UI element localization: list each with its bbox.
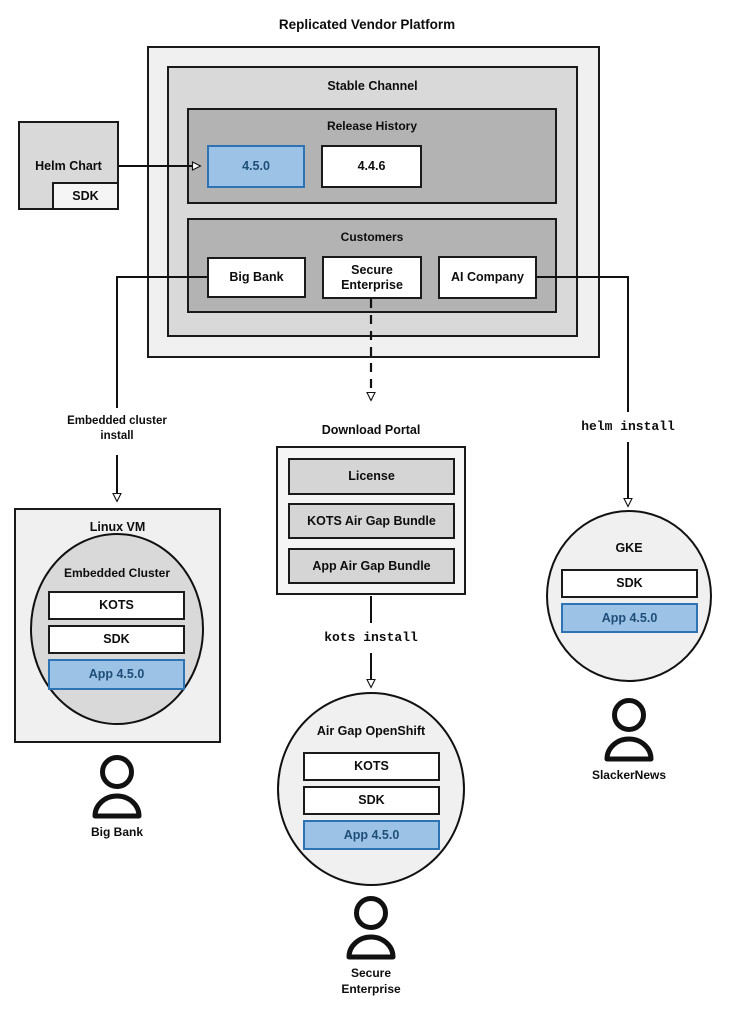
- customer-secure-enterprise-line2: Enterprise: [341, 277, 403, 292]
- connector-label-line1: Embedded cluster: [67, 415, 167, 427]
- portal-artifact-kots-air-gap-bundle[interactable]: KOTS Air Gap Bundle: [288, 503, 455, 539]
- portal-artifact-license[interactable]: License: [288, 458, 455, 495]
- release-version-4-4-6[interactable]: 4.4.6: [321, 145, 422, 188]
- actor-icon-slackernews: [604, 698, 654, 762]
- helm-chart-sdk-box[interactable]: SDK: [52, 182, 119, 210]
- connector-label-helm-install: helm install: [581, 419, 675, 434]
- actor-icon-secure-enterprise: [346, 896, 396, 960]
- customer-secure-enterprise[interactable]: Secure Enterprise: [322, 256, 422, 299]
- customer-big-bank[interactable]: Big Bank: [207, 257, 306, 298]
- openshift-component-sdk[interactable]: SDK: [303, 786, 440, 815]
- download-portal-title: Download Portal: [321, 423, 421, 437]
- actor-label-slackernews: SlackerNews: [591, 768, 667, 782]
- page-title: Replicated Vendor Platform: [278, 17, 456, 32]
- linux-vm-component-kots[interactable]: KOTS: [48, 591, 185, 620]
- connector-label-embedded-cluster-install: Embedded cluster install: [37, 414, 197, 444]
- customer-secure-enterprise-line1: Secure: [351, 263, 393, 278]
- actor-label-secure-enterprise-line1: Secure: [350, 966, 392, 980]
- release-version-4-5-0[interactable]: 4.5.0: [207, 145, 305, 188]
- portal-artifact-app-air-gap-bundle[interactable]: App Air Gap Bundle: [288, 548, 455, 584]
- linux-vm-component-app[interactable]: App 4.5.0: [48, 659, 185, 690]
- actor-label-secure-enterprise: Secure Enterprise: [301, 966, 441, 997]
- gke-component-sdk[interactable]: SDK: [561, 569, 698, 598]
- gke-component-app[interactable]: App 4.5.0: [561, 603, 698, 633]
- connector-label-line2: install: [100, 429, 134, 442]
- openshift-component-app[interactable]: App 4.5.0: [303, 820, 440, 850]
- customer-ai-company[interactable]: AI Company: [438, 256, 537, 299]
- connector-label-kots-install: kots install: [324, 630, 418, 645]
- linux-vm-component-sdk[interactable]: SDK: [48, 625, 185, 654]
- actor-icon-big-bank: [92, 755, 142, 819]
- actor-label-secure-enterprise-line2: Enterprise: [341, 981, 401, 996]
- actor-label-big-bank: Big Bank: [90, 825, 143, 839]
- openshift-component-kots[interactable]: KOTS: [303, 752, 440, 781]
